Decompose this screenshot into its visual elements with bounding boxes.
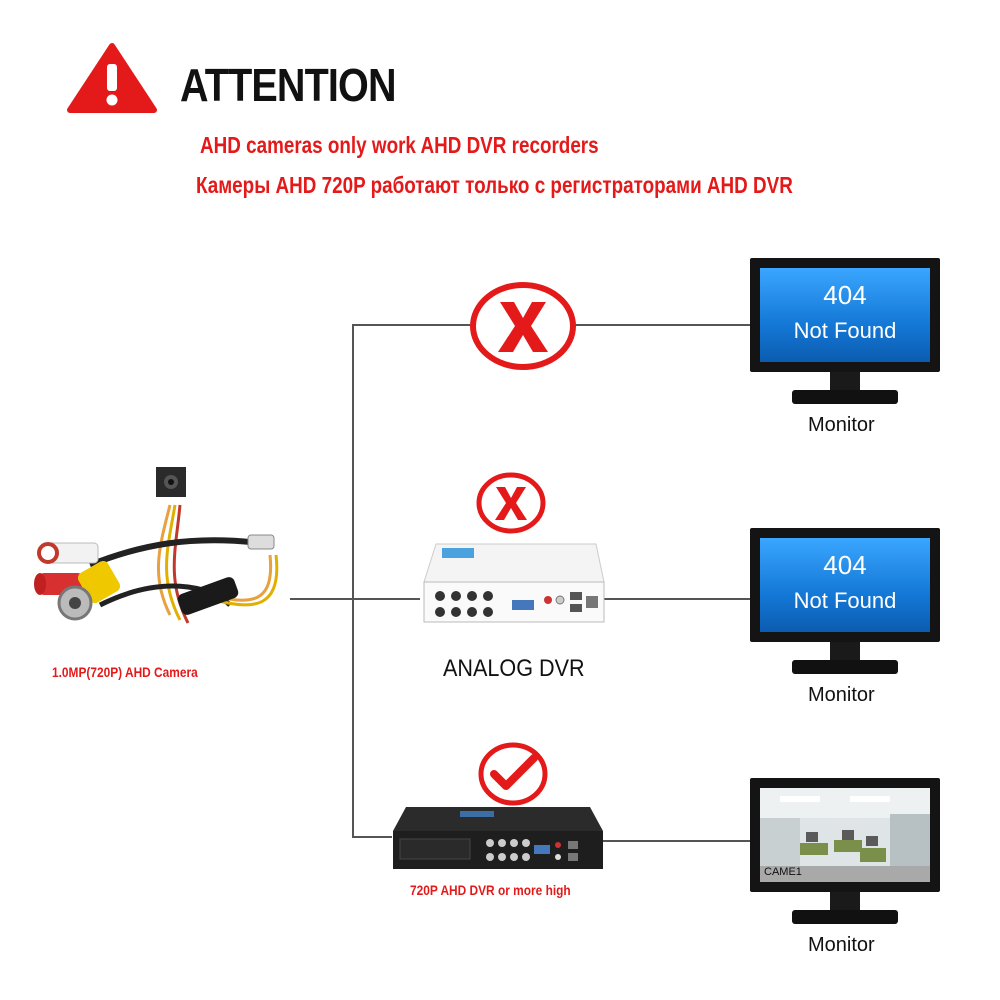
monitor-screen: 404 Not Found	[760, 538, 930, 632]
monitor-top: 404 Not Found	[750, 258, 940, 408]
notice-russian: Камеры AHD 720P работают только с регист…	[196, 172, 793, 198]
line-branch-bottom	[352, 836, 392, 838]
monitor-bottom: CAME1	[750, 778, 940, 928]
checkmark-icon	[478, 742, 548, 806]
line-camera-to-dvr	[290, 598, 420, 600]
line-branch-top-b	[575, 324, 751, 326]
line-trunk	[352, 324, 354, 838]
ahd-camera-image	[34, 467, 279, 624]
ahd-dvr-label: 720P AHD DVR or more high	[410, 882, 571, 898]
ahd-dvr-image	[393, 807, 603, 869]
camera-feed-caption: CAME1	[764, 866, 802, 878]
monitor-label: Monitor	[808, 414, 875, 436]
error-code: 404	[823, 280, 867, 310]
analog-dvr-label: ANALOG DVR	[443, 655, 585, 682]
line-ahd-dvr-to-monitor	[600, 840, 751, 842]
page-title: ATTENTION	[180, 59, 397, 111]
analog-dvr-image	[423, 543, 605, 623]
monitor-screen: 404 Not Found	[760, 268, 930, 362]
line-analog-dvr-to-monitor	[600, 598, 751, 600]
line-branch-top-a	[352, 324, 470, 326]
monitor-middle: 404 Not Found	[750, 528, 940, 678]
cross-icon	[470, 282, 576, 370]
error-code: 404	[823, 550, 867, 580]
camera-feed-image	[760, 788, 930, 882]
warning-icon	[67, 43, 157, 113]
camera-label: 1.0MP(720P) AHD Camera	[52, 664, 198, 680]
cross-icon	[476, 472, 546, 534]
notice-english: AHD cameras only work AHD DVR recorders	[200, 132, 599, 158]
monitor-label: Monitor	[808, 684, 875, 706]
error-message: Not Found	[793, 318, 897, 343]
error-message: Not Found	[793, 588, 897, 613]
monitor-label: Monitor	[808, 934, 875, 956]
